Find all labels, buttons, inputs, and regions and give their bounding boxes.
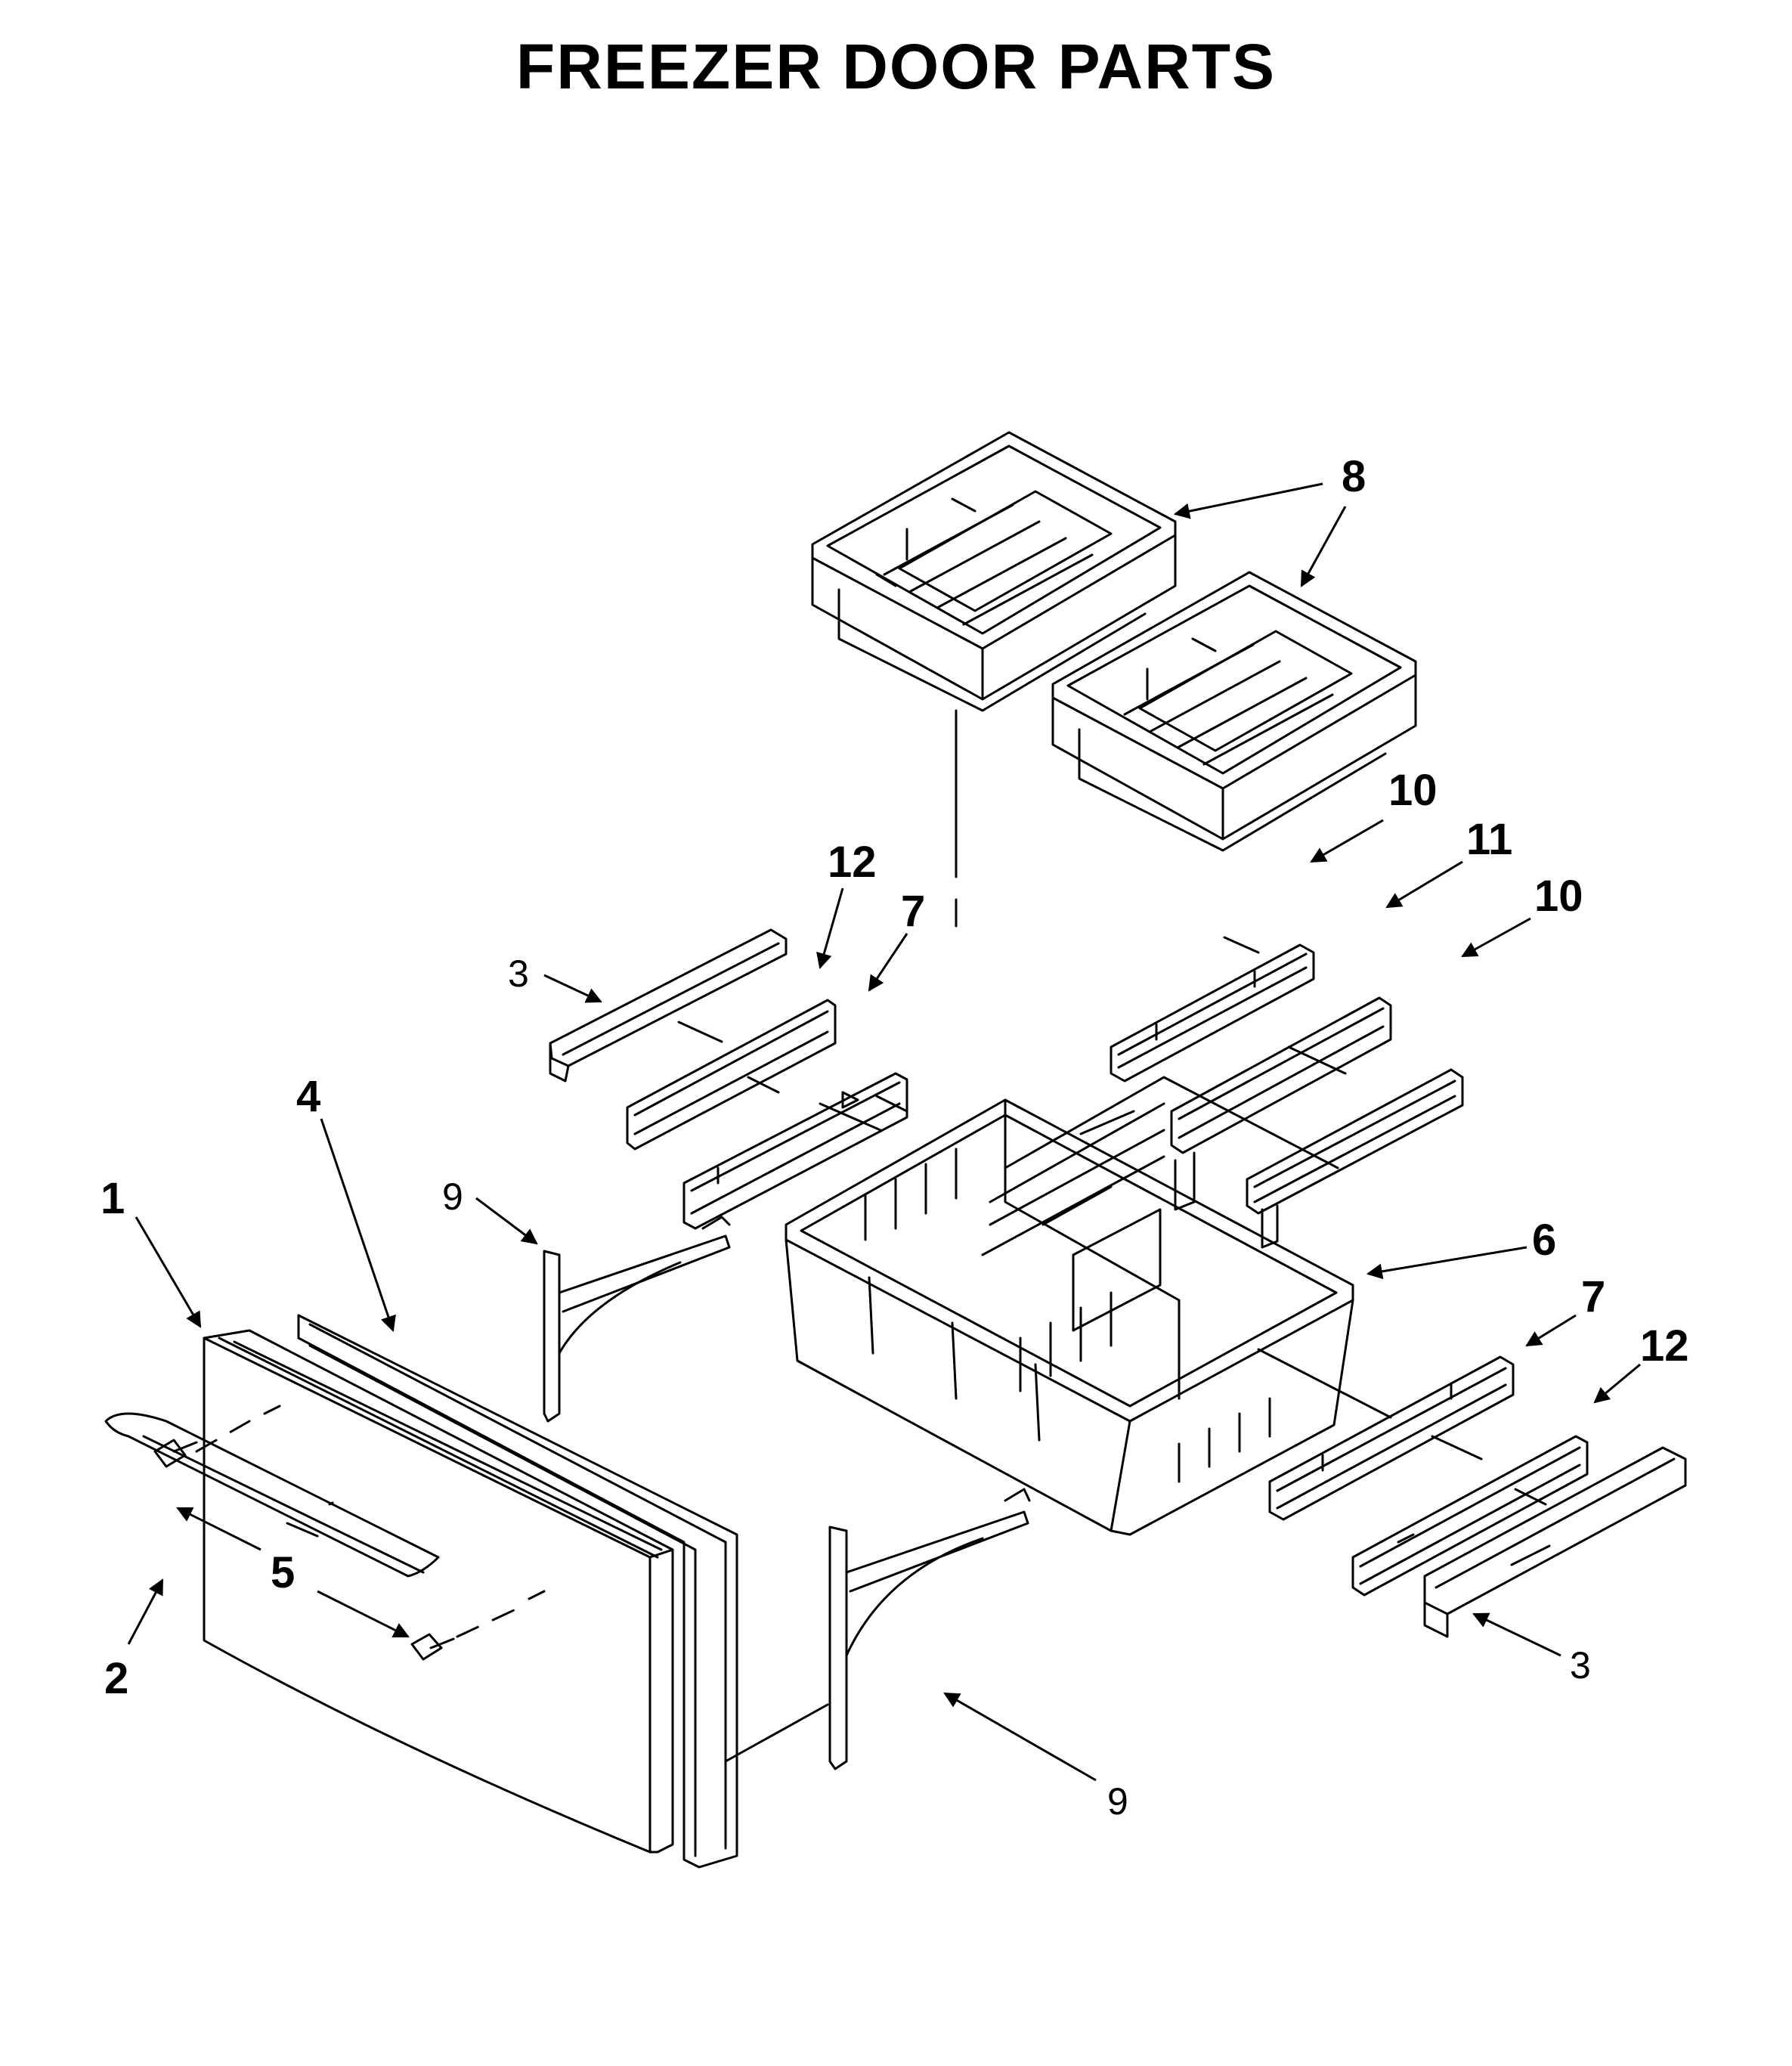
door-handle: [104, 1412, 440, 1578]
handle-screw-right: [410, 1633, 455, 1661]
callout-10-lower: 10: [1534, 872, 1583, 921]
arrow-1: [135, 1216, 202, 1328]
door-panel: [203, 1329, 674, 1854]
left-rail-7: [682, 1072, 908, 1230]
rail-connector: [1287, 1045, 1347, 1075]
page-title: FREEZER DOOR PARTS: [515, 31, 1277, 102]
callout-3-lower: 3: [1570, 1644, 1591, 1687]
callout-9-lower: 9: [1107, 1780, 1128, 1823]
left-rail-12: [626, 999, 837, 1151]
callout-1: 1: [101, 1174, 125, 1223]
arrow-12b: [1593, 1363, 1641, 1404]
callout-10-upper: 10: [1388, 766, 1438, 815]
door-gasket: [297, 1314, 738, 1869]
arrow-7a: [868, 933, 908, 992]
arrow-5a: [176, 1507, 262, 1551]
arrow-2: [127, 1578, 164, 1645]
rail-connector: [1257, 1348, 1392, 1419]
left-rail-3: [549, 928, 788, 1083]
callout-2: 2: [104, 1654, 128, 1703]
arrow-9b: [943, 1692, 1097, 1782]
screw-alignment-left: [195, 1405, 281, 1453]
arrow-11: [1385, 860, 1463, 909]
handle-screw-left: [153, 1439, 198, 1468]
arrow-3a: [543, 974, 602, 1003]
lower-rail-12: [1351, 1435, 1589, 1597]
arrow-12a: [816, 887, 844, 970]
lower-rail-3: [1423, 1446, 1687, 1638]
arrow-4: [320, 1118, 396, 1332]
callout-4: 4: [296, 1072, 320, 1121]
basket-divider-lines: [875, 1095, 1135, 1226]
arrow-10b: [1461, 917, 1531, 958]
callout-8: 8: [1342, 452, 1366, 501]
door-mark: [328, 1501, 334, 1506]
callout-12-upper: 12: [828, 838, 877, 887]
screw-alignment-right: [456, 1590, 546, 1638]
arrow-8b: [1300, 506, 1347, 587]
upper-basket-right: [1051, 571, 1417, 852]
arrow-8a: [1173, 482, 1323, 519]
callout-6: 6: [1532, 1216, 1556, 1265]
lower-basket: [785, 1076, 1354, 1536]
bracket-leader-line: [724, 1703, 829, 1763]
callout-5: 5: [271, 1548, 295, 1597]
callout-7-lower: 7: [1581, 1272, 1605, 1321]
arrow-3b: [1472, 1612, 1561, 1657]
rail-connector: [819, 1102, 882, 1132]
callout-7-upper: 7: [901, 887, 925, 936]
rail-connector: [677, 1021, 723, 1043]
arrow-5b: [317, 1590, 410, 1638]
rail-connector: [1223, 936, 1260, 954]
right-rail-10b: [1246, 1068, 1464, 1249]
rail-connector: [1431, 1435, 1483, 1460]
bracket-upper: [543, 1216, 731, 1423]
arrow-10a: [1310, 819, 1384, 863]
right-rail-10a: [1110, 943, 1315, 1083]
callout-3-upper: 3: [508, 952, 529, 995]
rail-connector: [747, 1076, 780, 1094]
arrow-6: [1366, 1246, 1527, 1280]
right-rail-11: [1170, 996, 1392, 1211]
callout-12-lower: 12: [1640, 1321, 1689, 1371]
rail-connector: [1514, 1488, 1547, 1506]
lower-rail-7: [1268, 1355, 1515, 1521]
upper-basket-left: [811, 431, 1177, 712]
arrow-9a: [475, 1197, 538, 1245]
arrow-7b: [1525, 1314, 1577, 1347]
callout-11: 11: [1466, 815, 1512, 864]
bracket-lower: [828, 1488, 1031, 1770]
callout-9-upper: 9: [442, 1175, 463, 1218]
